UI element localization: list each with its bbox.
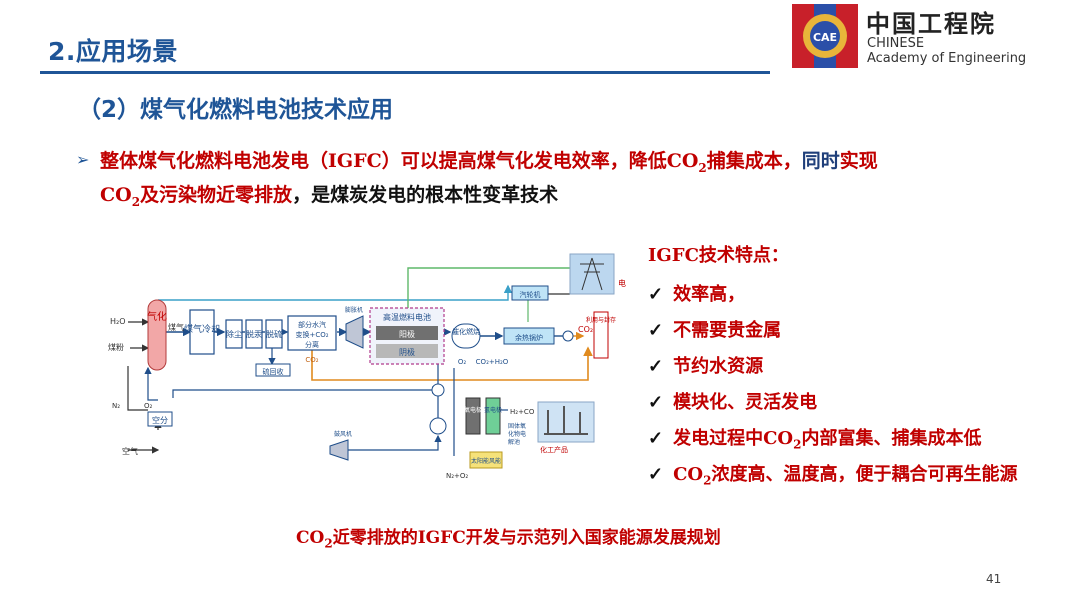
svg-text:脱汞: 脱汞 (246, 329, 262, 339)
logo-english-line1: CHINESE (867, 36, 925, 51)
feature-item: ✓不需要贵金属 (648, 320, 782, 341)
svg-text:煤气冷却: 煤气冷却 (184, 323, 220, 335)
logo-chinese-name: 中国工程院 (866, 9, 996, 38)
svg-text:利用与封存: 利用与封存 (586, 316, 616, 324)
svg-text:化工产品: 化工产品 (540, 445, 568, 454)
svg-text:太阳能风能: 太阳能风能 (471, 457, 501, 465)
svg-text:余热锅炉: 余热锅炉 (515, 333, 543, 342)
bottom-note: CO2近零排放的IGFC开发与示范列入国家能源发展规划 (296, 528, 721, 551)
feature-item: ✓CO2浓度高、温度高，便于耦合可再生能源 (648, 464, 1018, 488)
svg-text:固体氧: 固体氧 (508, 422, 526, 430)
svg-text:氢电极: 氢电极 (484, 406, 502, 414)
check-icon: ✓ (648, 428, 664, 449)
check-icon: ✓ (648, 284, 664, 305)
svg-text:除尘: 除尘 (226, 329, 242, 339)
svg-text:催化燃烧: 催化燃烧 (452, 327, 480, 336)
svg-text:脱硫: 脱硫 (266, 329, 282, 339)
svg-text:煤气: 煤气 (168, 322, 184, 332)
igfc-process-diagram: 气化 煤气冷却 除尘 脱汞 脱硫 硫回收 部分水汽 变换+CO₂ 分离 CO₂ … (108, 253, 626, 480)
page-title: 2.应用场景 (48, 37, 178, 66)
svg-text:空气: 空气 (122, 446, 138, 456)
check-icon: ✓ (648, 464, 664, 485)
svg-text:煤粉: 煤粉 (108, 342, 124, 352)
cae-logo-icon: CAE (792, 4, 858, 68)
feature-item: ✓节约水资源 (648, 356, 764, 377)
header-divider (40, 71, 770, 74)
bullet-line-2: CO2及污染物近零排放，是煤炭发电的根本性变革技术 (100, 184, 559, 209)
page-number: 41 (986, 572, 1002, 586)
svg-text:电: 电 (618, 278, 626, 288)
svg-text:N₂: N₂ (112, 402, 120, 410)
svg-text:阴极: 阴极 (399, 347, 415, 357)
svg-text:CO₂: CO₂ (578, 325, 593, 334)
svg-text:汽轮机: 汽轮机 (520, 290, 541, 299)
feature-item: ✓模块化、灵活发电 (648, 392, 818, 413)
svg-text:O₂: O₂ (144, 402, 153, 410)
svg-text:变换+CO₂: 变换+CO₂ (295, 330, 328, 339)
section-title: （2）煤气化燃料电池技术应用 (78, 97, 394, 123)
svg-text:阳极: 阳极 (399, 329, 415, 339)
check-icon: ✓ (648, 356, 664, 377)
svg-text:解池: 解池 (508, 438, 520, 446)
svg-text:O₂: O₂ (458, 358, 467, 366)
feature-item: ✓发电过程中CO2内部富集、捕集成本低 (648, 428, 982, 452)
svg-text:N₂+O₂: N₂+O₂ (446, 472, 468, 480)
logo-english-line2: Academy of Engineering (867, 51, 1027, 66)
bullet-arrow-icon: ➢ (76, 150, 90, 169)
svg-text:分离: 分离 (305, 340, 319, 349)
svg-text:CO₂+H₂O: CO₂+H₂O (476, 358, 509, 366)
svg-text:氧电极: 氧电极 (464, 406, 482, 414)
svg-text:鼓风机: 鼓风机 (334, 430, 352, 438)
svg-text:H₂O: H₂O (110, 317, 126, 326)
svg-text:膨胀机: 膨胀机 (345, 306, 363, 314)
svg-text:部分水汽: 部分水汽 (298, 320, 326, 329)
svg-text:高温燃料电池: 高温燃料电池 (383, 312, 431, 322)
bullet-line-1: 整体煤气化燃料电池发电（IGFC）可以提高煤气化发电效率，降低CO2捕集成本，同… (100, 150, 878, 175)
feature-item: ✓效率高， (648, 284, 746, 305)
svg-text:CO₂: CO₂ (305, 356, 318, 364)
features-title: IGFC技术特点： (648, 245, 789, 266)
check-icon: ✓ (648, 392, 664, 413)
svg-text:硫回收: 硫回收 (263, 367, 284, 376)
logo-badge: CAE (813, 31, 837, 44)
svg-text:空分: 空分 (152, 415, 168, 425)
check-icon: ✓ (648, 320, 664, 341)
svg-text:化物电: 化物电 (508, 430, 526, 438)
svg-text:H₂+CO: H₂+CO (510, 408, 535, 416)
svg-text:气化: 气化 (147, 310, 167, 323)
